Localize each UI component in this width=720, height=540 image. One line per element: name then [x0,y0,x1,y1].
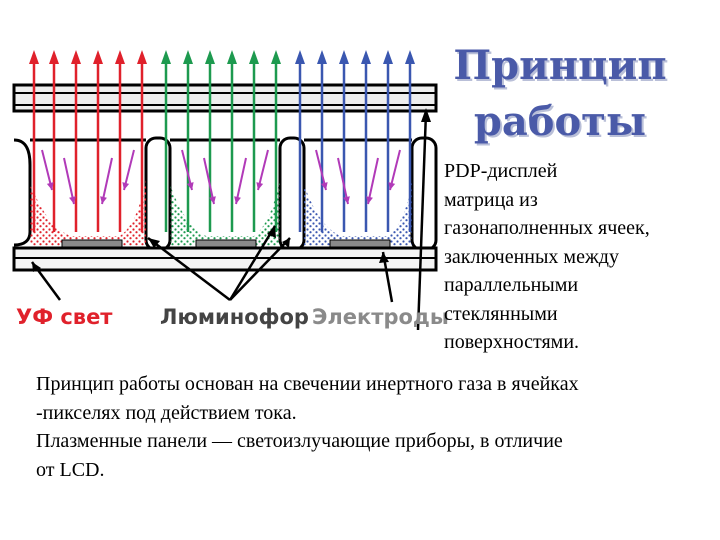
title-line-2: работы [473,98,647,145]
light-arrowhead-red [71,50,81,64]
light-arrowhead-green [161,50,171,64]
uv-arrowhead [69,196,76,204]
uv-arrowhead [100,196,107,204]
bottom-line: Принцип работы основан на свечении инерт… [36,373,579,395]
uv-arrowhead [209,196,216,204]
light-arrowhead-blue [361,50,371,64]
label-electrodes: Электроды [312,305,449,329]
side-line: газонаполненных ячеек, [444,217,650,239]
side-line: поверхностями. [444,331,580,353]
title-line-1: Принцип [453,42,667,89]
cell-walls [13,136,438,252]
light-arrowhead-green [205,50,215,64]
phosphor-green [170,180,280,246]
bottom-line: Плазменные панели — светоизлучающие приб… [36,430,563,452]
light-arrowhead-green [183,50,193,64]
light-arrowhead-blue [405,50,415,64]
bottom-line: -пикселях под действием тока. [36,401,297,424]
light-arrowhead-blue [383,50,393,64]
light-arrowhead-red [115,50,125,64]
uv-arrowhead [366,196,373,204]
label-phosphor: Люминофор [160,305,309,329]
uv-arrow [235,157,247,205]
light-arrowhead-red [137,50,147,64]
light-arrowhead-green [271,50,281,64]
side-line: матрица из [444,188,538,211]
uv-arrows [41,149,401,205]
front-glass-plate [12,83,438,113]
side-description: PDP-дисплей матрица из газонаполненных я… [444,157,714,357]
uv-arrowhead [388,182,396,190]
label-uv-light: УФ свет [16,305,113,329]
light-arrowhead-blue [317,50,327,64]
light-arrowhead-red [49,50,59,64]
uv-arrow [203,157,215,205]
light-arrowhead-red [93,50,103,64]
emitted-light-arrows [29,50,415,232]
light-arrowhead-red [29,50,39,64]
bottom-line: от LCD. [36,458,105,481]
page-title: Принцип работы [440,38,680,150]
light-arrowhead-blue [339,50,349,64]
side-line: заключенных между [444,245,619,268]
uv-arrowhead [343,196,350,204]
uv-arrow [367,157,379,205]
phosphor-blue [304,180,412,246]
light-arrowhead-green [227,50,237,64]
uv-arrowhead [234,196,241,204]
bottom-description: Принцип работы основан на свечении инерт… [36,370,706,484]
side-line: параллельными [444,274,579,296]
side-line: стеклянными [444,302,558,325]
uv-arrow [63,157,75,205]
uv-arrowhead [46,182,54,190]
light-arrowhead-green [249,50,259,64]
light-arrowhead-blue [295,50,305,64]
uv-arrowhead [320,182,328,190]
uv-arrow [101,157,113,205]
uv-arrowhead [122,182,130,190]
uv-arrowhead [256,182,264,190]
uv-arrowhead [186,182,194,190]
side-line: PDP-дисплей [444,160,558,182]
electrodes [61,239,391,248]
phosphor-red [30,180,146,246]
uv-arrow [337,157,349,205]
